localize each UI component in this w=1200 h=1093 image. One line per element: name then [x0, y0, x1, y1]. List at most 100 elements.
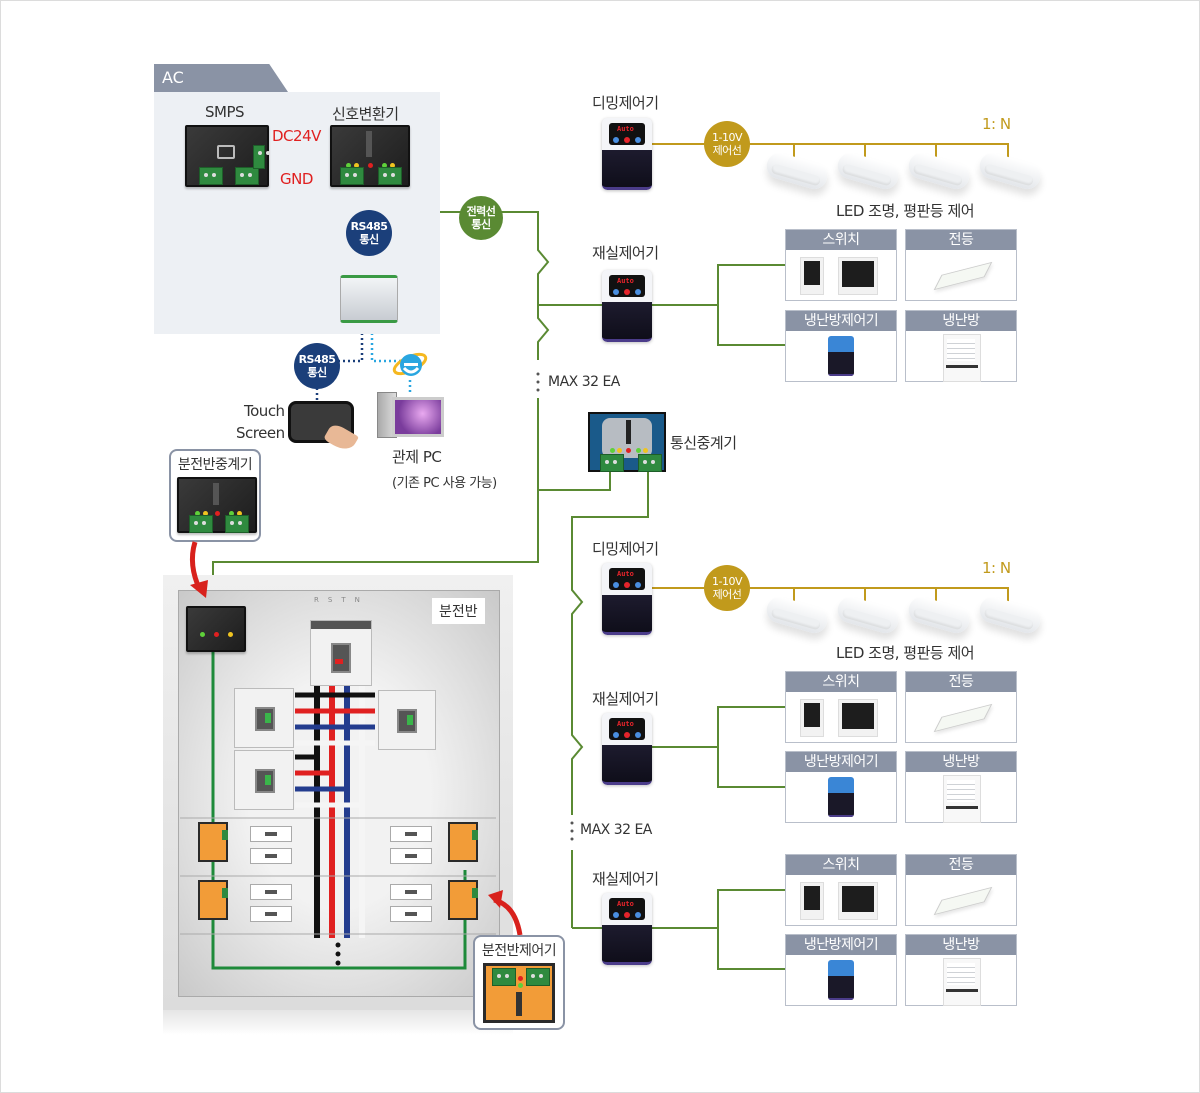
label-line: Touch — [244, 402, 285, 420]
device-card-hvac: 냉난방 — [905, 934, 1017, 1006]
control-pc-label: 관제 PC — [392, 448, 442, 466]
wall-switch-icon — [838, 882, 878, 920]
controller-body — [602, 925, 652, 965]
controller-body — [602, 745, 652, 785]
card-title: 냉난방 — [906, 311, 1016, 331]
plc-badge: 전력선 통신 — [459, 196, 503, 240]
ac-section-tab: AC — [154, 64, 288, 92]
terminal — [235, 167, 259, 185]
callout-title: 분전반제어기 — [481, 943, 557, 959]
breaker-flag — [335, 659, 343, 664]
breaker-handle — [255, 707, 275, 731]
room-controller-label: 재실제어기 — [592, 870, 659, 888]
badge-line: 통신 — [307, 366, 327, 379]
relay-switch — [390, 906, 432, 922]
led-indicator — [203, 511, 208, 516]
card-title: 전등 — [906, 855, 1016, 875]
terminal — [253, 145, 265, 169]
screen-text: Auto — [617, 570, 634, 578]
more-dots — [335, 960, 341, 966]
screen-text: Auto — [617, 900, 634, 908]
device-card-hvac-controller: 냉난방제어기 — [785, 751, 897, 823]
device-card-switch: 스위치 — [785, 854, 897, 926]
screen-text: Auto — [617, 277, 634, 285]
dimming-badge-upper: 1-10V 제어선 — [704, 121, 750, 167]
ratio-label-upper: 1: N — [982, 115, 1011, 133]
dimming-controller: Auto — [602, 118, 652, 190]
converter-label: 신호변환기 — [332, 105, 399, 123]
dimming-controller-label: 디밍제어기 — [592, 94, 659, 112]
dimming-line-lower — [652, 587, 1009, 602]
repeater-to-lower — [571, 470, 649, 815]
relay-switch — [390, 848, 432, 864]
wall-switch-icon — [800, 699, 824, 737]
controller-screen: Auto — [609, 898, 645, 920]
led-indicator — [237, 511, 242, 516]
room-controller-label: 재실제어기 — [592, 690, 659, 708]
badge-line: 전력선 — [466, 205, 496, 218]
panel-controller-module — [198, 880, 228, 920]
wall-switch-icon — [838, 699, 878, 737]
led-indicator — [200, 632, 205, 637]
led-indicator — [382, 163, 387, 168]
plc-to-repeater — [538, 470, 611, 491]
branch-breaker — [234, 688, 294, 748]
room-controller: Auto — [602, 713, 652, 785]
dimming-controller-label: 디밍제어기 — [592, 540, 659, 558]
gnd-label: GND — [280, 170, 313, 188]
branch-breaker — [234, 750, 294, 810]
card-title: 냉난방 — [906, 935, 1016, 955]
panel-controller-module — [198, 822, 228, 862]
led-indicator — [214, 632, 219, 637]
wall-switch-icon — [838, 257, 878, 295]
internet-explorer-icon — [392, 346, 428, 382]
branch-breaker — [378, 690, 436, 750]
led-indicator — [215, 511, 220, 516]
dimming-controller: Auto — [602, 563, 652, 635]
badge-line: 통신 — [359, 233, 379, 246]
gateway-device — [340, 275, 398, 323]
controller-screen: Auto — [609, 568, 645, 590]
max-label-upper: MAX 32 EA — [548, 374, 620, 390]
led-indicator — [390, 163, 395, 168]
terminal — [340, 167, 364, 185]
led-indicator — [610, 448, 615, 453]
display-slot — [213, 483, 219, 505]
device-card-switch: 스위치 — [785, 671, 897, 743]
dimming-line-upper — [652, 143, 1009, 158]
device-card-light: 전등 — [905, 671, 1017, 743]
panel-controller-module — [448, 880, 478, 920]
led-indicator — [354, 163, 359, 168]
led-caption-upper: LED 조명, 평판등 제어 — [836, 202, 975, 220]
rs485-badge-upper: RS485 통신 — [346, 210, 392, 256]
rs485-badge-lower: RS485 통신 — [294, 343, 340, 389]
badge-line: 제어선 — [712, 144, 742, 157]
dc24v-label: DC24V — [272, 127, 321, 145]
communication-repeater — [588, 412, 666, 472]
badge-line: 통신 — [471, 218, 491, 231]
phase-label: R — [314, 596, 328, 604]
relay-switch — [390, 826, 432, 842]
breaker-handle — [255, 769, 275, 793]
card-title: 스위치 — [786, 855, 896, 875]
room-controller: Auto — [602, 270, 652, 342]
dimming-badge-lower: 1-10V 제어선 — [704, 565, 750, 611]
hvac-controller-icon — [828, 960, 854, 1000]
room-controller: Auto — [602, 893, 652, 965]
terminal — [378, 167, 402, 185]
hvac-controller-icon — [828, 336, 854, 376]
device-card-hvac-controller: 냉난방제어기 — [785, 310, 897, 382]
controller-screen: Auto — [609, 123, 645, 145]
wall-switch-icon — [800, 882, 824, 920]
controller-body — [602, 150, 652, 190]
led-indicator — [626, 448, 631, 453]
phase-label: S — [327, 596, 342, 604]
phase-label: T — [341, 596, 355, 604]
led-indicator — [195, 511, 200, 516]
terminal — [638, 454, 662, 472]
distribution-relay-callout: 분전반중계기 — [169, 449, 261, 542]
relay-switch — [250, 884, 292, 900]
led-indicator — [368, 163, 373, 168]
device-card-light: 전등 — [905, 229, 1017, 301]
led-caption-lower: LED 조명, 평판등 제어 — [836, 644, 975, 662]
